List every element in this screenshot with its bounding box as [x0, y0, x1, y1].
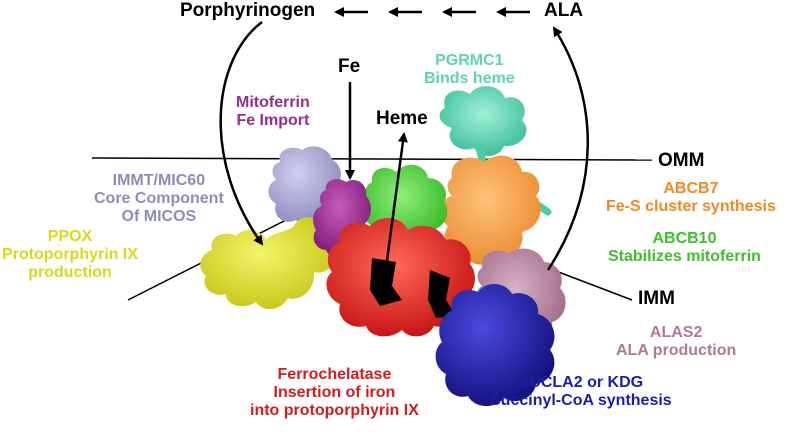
abcb7-label: ABCB7 Fe-S cluster synthesis — [606, 180, 776, 216]
abcb10-role: Stabilizes mitoferrin — [608, 247, 761, 265]
sucla2-role: Succinyl-CoA synthesis — [490, 391, 672, 409]
abcb10-name: ABCB10 — [652, 230, 717, 247]
ferrochelatase-name: Ferrochelatase — [277, 366, 392, 383]
imm-line-right — [547, 267, 633, 301]
sucla2-name: SUCLA2 or KDG — [518, 374, 644, 391]
mitoferrin-name: Mitoferrin — [236, 94, 310, 111]
alas2-name: ALAS2 — [649, 324, 703, 341]
immt-line2: Core Component — [94, 189, 224, 207]
ppox-label: PPOX Protoporphyrin IX production — [2, 228, 138, 282]
alas2-to-ala-arrow — [546, 26, 590, 271]
porphyrinogen-label: Porphyrinogen — [180, 0, 316, 21]
heme-label: Heme — [376, 108, 428, 129]
ppox-name: PPOX — [47, 228, 93, 245]
imm-label: IMM — [638, 288, 675, 309]
ferrochelatase-label: Ferrochelatase Insertion of iron into pr… — [250, 366, 419, 420]
sucla2-label: SUCLA2 or KDG Succinyl-CoA synthesis — [490, 374, 672, 410]
ppox-protein — [200, 217, 336, 310]
abcb7-protein — [440, 155, 541, 265]
alas2-role: ALA production — [616, 341, 737, 359]
mitoferrin-role: Fe Import — [236, 111, 310, 129]
ppox-line3: production — [28, 263, 112, 281]
abcb10-label: ABCB10 Stabilizes mitoferrin — [608, 230, 761, 266]
immt-line3: Of MICOS — [121, 207, 197, 225]
abcb7-name: ABCB7 — [663, 180, 719, 197]
alas2-label: ALAS2 ALA production — [616, 324, 736, 360]
pgrmc1-label: PGRMC1 Binds heme — [424, 52, 515, 88]
pgrmc1-name: PGRMC1 — [435, 52, 504, 69]
ferrochelatase-line3: into protoporphyrin IX — [250, 401, 419, 419]
immt-label: IMMT/MIC60 Core Component Of MICOS — [94, 172, 224, 226]
omm-line — [91, 157, 653, 161]
abcb7-role: Fe-S cluster synthesis — [606, 197, 776, 215]
porphyrinogen-to-ppox-arrow — [219, 21, 264, 246]
mitoferrin-label: Mitoferrin Fe Import — [236, 94, 310, 130]
sucla2-kdg-protein — [435, 283, 555, 407]
ferrochelatase-protein — [326, 218, 475, 337]
pgrmc1-role: Binds heme — [424, 69, 515, 87]
omm-label: OMM — [658, 150, 705, 171]
ferrochelatase-line2: Insertion of iron — [273, 383, 396, 401]
fe-label: Fe — [338, 56, 361, 77]
immt-name: IMMT/MIC60 — [112, 172, 206, 189]
ppox-line2: Protoporphyrin IX — [2, 245, 138, 263]
heme-export-arrow — [384, 132, 408, 269]
ala-label: ALA — [544, 0, 584, 21]
